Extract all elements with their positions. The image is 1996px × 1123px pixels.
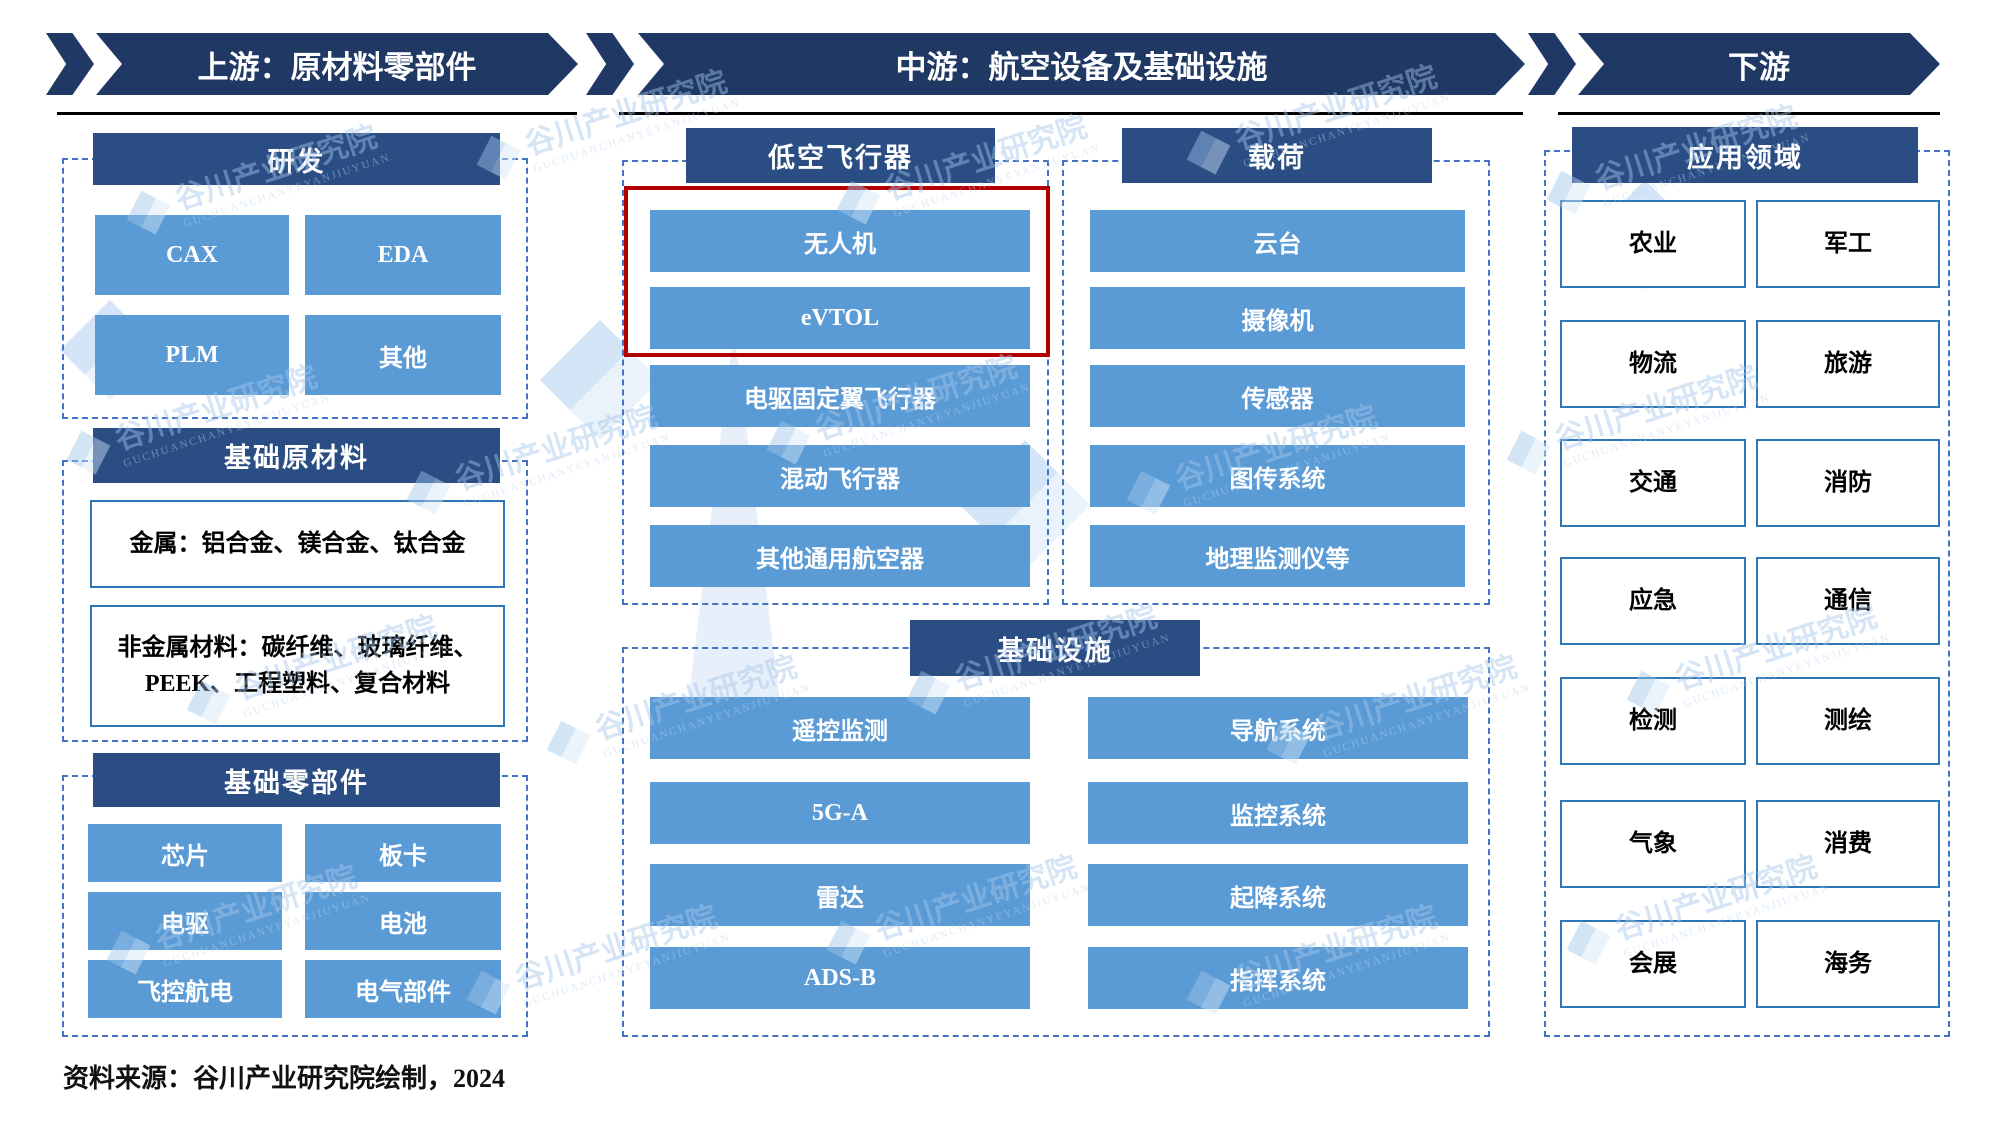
section-header-applications: 应用领域: [1572, 127, 1918, 183]
item-consumer: 消费: [1756, 800, 1940, 888]
item-drone: 无人机: [650, 210, 1030, 272]
divider-line: [1558, 112, 1940, 115]
item-transport: 交通: [1560, 439, 1746, 527]
chevron-icon: [586, 33, 634, 95]
item-communication: 通信: [1756, 557, 1940, 645]
item-inspection: 检测: [1560, 677, 1746, 765]
item-edrive: 电驱: [88, 892, 282, 950]
item-remote-monitoring: 遥控监测: [650, 697, 1030, 759]
item-rd-other: 其他: [305, 315, 501, 395]
item-5g-a: 5G-A: [650, 782, 1030, 844]
item-board: 板卡: [305, 824, 501, 882]
section-header-rd: 研发: [93, 133, 500, 185]
item-battery: 电池: [305, 892, 501, 950]
item-geo-monitor: 地理监测仪等: [1090, 525, 1465, 587]
item-flight-avionics: 飞控航电: [88, 960, 282, 1018]
chevron-icon: [46, 33, 94, 95]
item-firefighting: 消防: [1756, 439, 1940, 527]
banner-downstream-label: 下游: [1728, 49, 1790, 85]
item-meteorology: 气象: [1560, 800, 1746, 888]
section-header-components: 基础零部件: [93, 753, 500, 807]
item-takeoff-landing-system: 起降系统: [1088, 864, 1468, 926]
item-cax: CAX: [95, 215, 289, 295]
item-general-aircraft: 其他通用航空器: [650, 525, 1030, 587]
item-military: 军工: [1756, 200, 1940, 288]
banner-upstream-label: 上游：原材料零部件: [197, 49, 477, 85]
item-command-system: 指挥系统: [1088, 947, 1468, 1009]
item-evtol: eVTOL: [650, 287, 1030, 349]
section-header-infrastructure: 基础设施: [910, 620, 1200, 676]
item-maritime: 海务: [1756, 920, 1940, 1008]
item-sensor: 传感器: [1090, 365, 1465, 427]
item-plm: PLM: [95, 315, 289, 395]
section-header-aircraft: 低空飞行器: [686, 128, 995, 183]
source-note: 资料来源：谷川产业研究院绘制，2024: [63, 1064, 506, 1093]
item-fixed-wing: 电驱固定翼飞行器: [650, 365, 1030, 427]
item-gimbal: 云台: [1090, 210, 1465, 272]
item-image-transmission: 图传系统: [1090, 445, 1465, 507]
item-nonmetal-materials: 非金属材料：碳纤维、玻璃纤维、PEEK、工程塑料、复合材料: [90, 605, 505, 727]
divider-line: [619, 112, 1523, 115]
item-navigation-system: 导航系统: [1088, 697, 1468, 759]
highlight-red-box: [624, 186, 1050, 357]
item-surveying: 测绘: [1756, 677, 1940, 765]
item-exhibition: 会展: [1560, 920, 1746, 1008]
item-hybrid-aircraft: 混动飞行器: [650, 445, 1030, 507]
item-logistics: 物流: [1560, 320, 1746, 408]
item-agriculture: 农业: [1560, 200, 1746, 288]
item-chip: 芯片: [88, 824, 282, 882]
banner-midstream: 中游：航空设备及基础设施: [638, 33, 1525, 95]
item-camera: 摄像机: [1090, 287, 1465, 349]
banner-midstream-label: 中游：航空设备及基础设施: [895, 49, 1268, 85]
item-emergency: 应急: [1560, 557, 1746, 645]
section-header-materials: 基础原材料: [93, 428, 500, 483]
item-tourism: 旅游: [1756, 320, 1940, 408]
watermark-logo-icon: [540, 714, 598, 772]
item-metal-materials: 金属：铝合金、镁合金、钛合金: [90, 500, 505, 588]
section-header-payload: 载荷: [1122, 128, 1432, 183]
item-electric-parts: 电气部件: [305, 960, 501, 1018]
item-surveillance-system: 监控系统: [1088, 782, 1468, 844]
banner-upstream: 上游：原材料零部件: [96, 33, 578, 95]
chevron-icon: [1528, 33, 1576, 95]
item-radar: 雷达: [650, 864, 1030, 926]
banner-downstream: 下游: [1578, 33, 1940, 95]
item-eda: EDA: [305, 215, 501, 295]
divider-line: [57, 112, 577, 115]
item-ads-b: ADS-B: [650, 947, 1030, 1009]
